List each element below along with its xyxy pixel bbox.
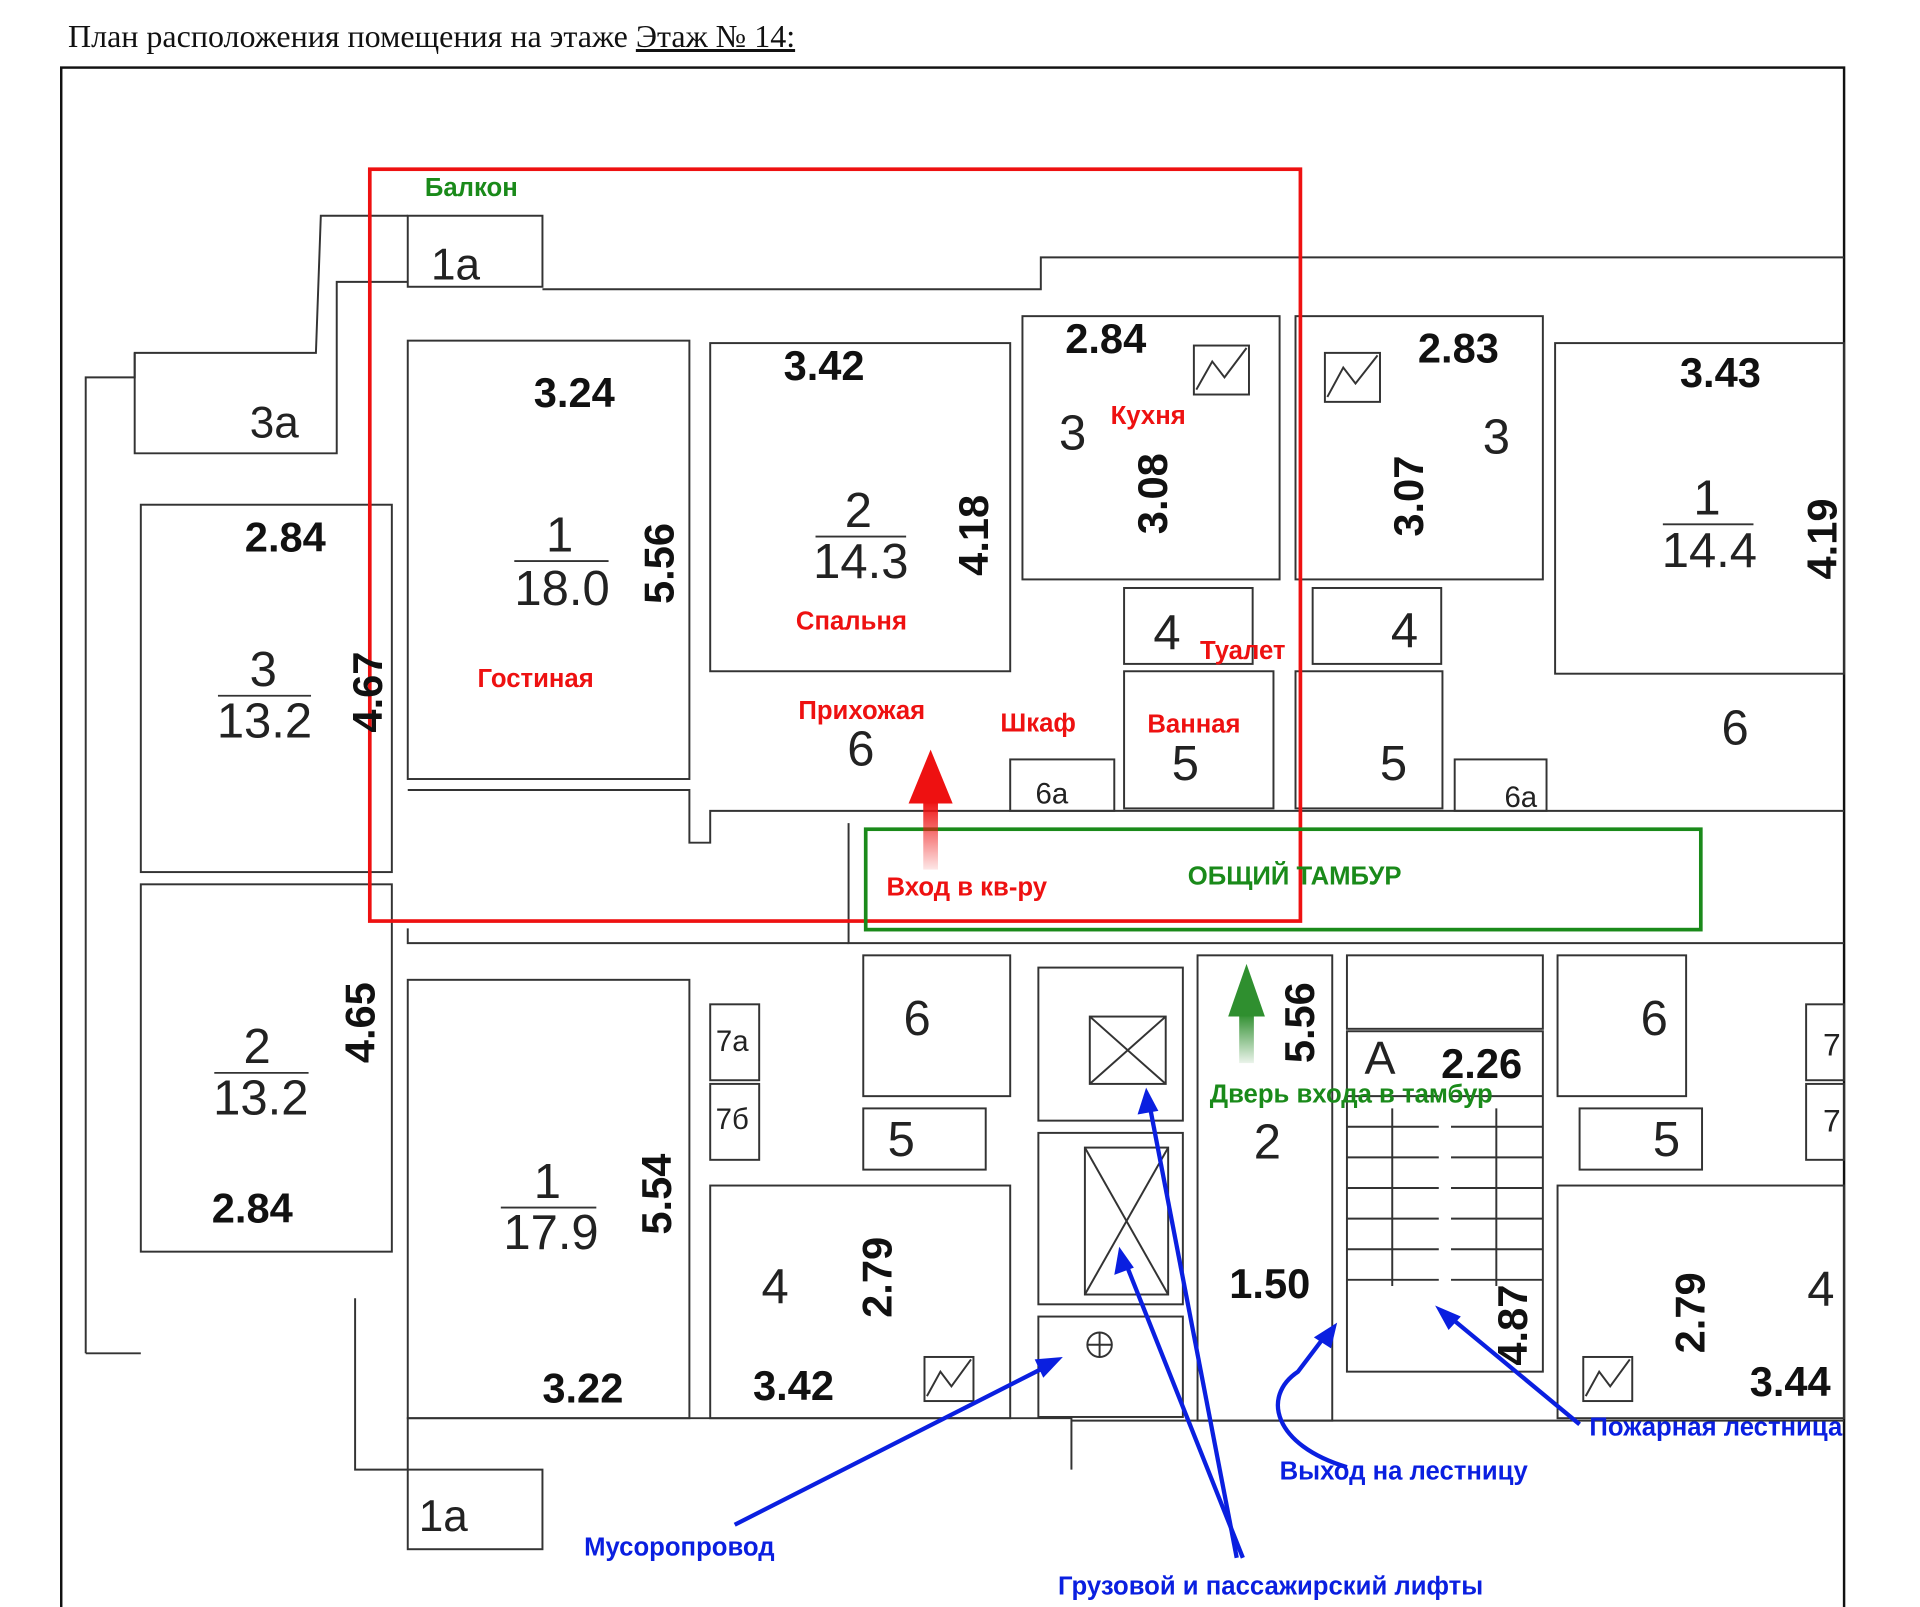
apartment-outline	[367, 167, 1303, 923]
apartment-entrance-label: Вход в кв-ру	[887, 873, 1048, 901]
hallway-label: Прихожая	[798, 697, 925, 725]
elevator-shafts	[1083, 1015, 1170, 1358]
room-labels: 3а 1а 1а 2.84 3 13.2 4.67 2 13.2 4.65 2.…	[212, 240, 1846, 1540]
room-number: 4	[1391, 604, 1418, 658]
stove-icon	[923, 1355, 975, 1403]
dimension: 2.26	[1441, 1040, 1522, 1087]
stove-icon	[1192, 344, 1250, 396]
room-number: 4	[1153, 606, 1180, 660]
bedroom-label: Спальня	[796, 608, 907, 636]
room-number: 7	[1823, 1027, 1841, 1063]
vestibule-door-label: Дверь входа в тамбур	[1210, 1080, 1493, 1108]
room-number: 1	[534, 1155, 561, 1209]
fire-stairs-label: Пожарная лестница	[1589, 1413, 1843, 1441]
room-area: 13.2	[217, 694, 312, 748]
room-number: 1а	[419, 1492, 469, 1541]
room-number: 5	[888, 1113, 915, 1167]
dimension: 5.56	[1276, 982, 1323, 1063]
dimension: 2.84	[1065, 315, 1146, 362]
stair-letter: A	[1364, 1032, 1395, 1084]
dimension: 4.87	[1489, 1285, 1536, 1366]
page-title: План расположения помещения на этаже Эта…	[68, 18, 795, 55]
dimension: 3.42	[784, 342, 865, 389]
room-number: 6	[1641, 992, 1668, 1046]
closet-label: Шкаф	[1000, 709, 1075, 737]
room-number: 5	[1172, 737, 1199, 791]
dimension: 4.18	[950, 495, 997, 576]
garbage-chute-label: Мусоропровод	[584, 1533, 775, 1561]
room-area: 14.3	[813, 535, 908, 589]
stove-icons	[923, 344, 1634, 1403]
room-number: 2	[845, 484, 872, 538]
floor-label: Этаж № 14:	[635, 18, 796, 54]
title-prefix: План расположения помещения на этаже	[68, 18, 628, 54]
room-number: 3	[250, 643, 277, 697]
toilet-label: Туалет	[1200, 637, 1286, 665]
room-area: 18.0	[514, 562, 609, 616]
blue-pointer-arrows	[733, 1087, 1581, 1559]
building-walls	[84, 214, 1846, 1551]
room-area: 17.9	[503, 1206, 598, 1260]
dimension: 3.08	[1129, 453, 1176, 534]
entrance-arrow	[908, 749, 953, 870]
room-number: 4	[761, 1260, 788, 1314]
room-number: 3	[1483, 410, 1510, 464]
vestibule-door-arrow	[1228, 963, 1265, 1064]
annotations: Балкон Кухня Спальня Гостиная Прихожая Ш…	[425, 174, 1843, 1600]
room-number: 2	[1254, 1116, 1281, 1170]
dimension: 3.07	[1385, 456, 1432, 537]
room-number: 7а	[716, 1025, 749, 1058]
balcony-label: Балкон	[425, 174, 518, 202]
room-number: 1а	[431, 240, 481, 289]
room-number: 1	[1693, 472, 1720, 526]
room-number: 6	[1721, 702, 1748, 756]
dimension: 3.42	[753, 1362, 834, 1409]
room-number: 5	[1380, 737, 1407, 791]
dimension: 4.65	[337, 982, 384, 1063]
dimension: 2.84	[245, 513, 326, 560]
stove-icon	[1323, 351, 1381, 403]
room-number: 1	[546, 508, 573, 562]
elevators-label: Грузовой и пассажирский лифты	[1058, 1573, 1483, 1601]
stair-exit-label: Выход на лестницу	[1280, 1457, 1529, 1485]
dimension: 5.56	[635, 523, 682, 604]
room-number: 6а	[1504, 781, 1537, 814]
plan-frame	[60, 66, 1846, 1607]
dimension: 4.67	[344, 652, 391, 733]
room-area: 14.4	[1662, 524, 1757, 578]
vestibule-outline	[863, 827, 1703, 932]
dimension: 4.19	[1799, 499, 1846, 580]
kitchen-label: Кухня	[1111, 402, 1186, 430]
room-number: 4	[1807, 1263, 1834, 1317]
room-number: 5	[1653, 1113, 1680, 1167]
dimension: 2.79	[853, 1237, 900, 1318]
room-number: 7б	[716, 1103, 749, 1136]
dimension: 2.79	[1666, 1272, 1713, 1353]
room-number: 3а	[250, 398, 300, 447]
room-area: 13.2	[213, 1072, 308, 1126]
dimension: 1.50	[1229, 1260, 1310, 1307]
room-number: 6а	[1035, 778, 1068, 811]
dimension: 2.84	[212, 1184, 293, 1231]
room-number: 3	[1059, 407, 1086, 461]
room-number: 7	[1823, 1103, 1841, 1139]
room-number: 6	[904, 992, 931, 1046]
dimension: 2.83	[1418, 325, 1499, 372]
staircase	[1346, 1095, 1543, 1286]
dimension: 3.44	[1750, 1358, 1831, 1405]
living-room-label: Гостиная	[478, 665, 594, 693]
dimension: 3.22	[542, 1364, 623, 1411]
stove-icon	[1582, 1355, 1634, 1403]
common-vestibule-label: ОБЩИЙ ТАМБУР	[1188, 860, 1402, 890]
dimension: 5.54	[633, 1154, 680, 1235]
dimension: 3.24	[534, 369, 615, 416]
room-number: 2	[244, 1020, 271, 1074]
bathroom-label: Ванная	[1147, 710, 1240, 738]
room-number: 6	[847, 723, 874, 777]
dimension: 3.43	[1680, 349, 1761, 396]
